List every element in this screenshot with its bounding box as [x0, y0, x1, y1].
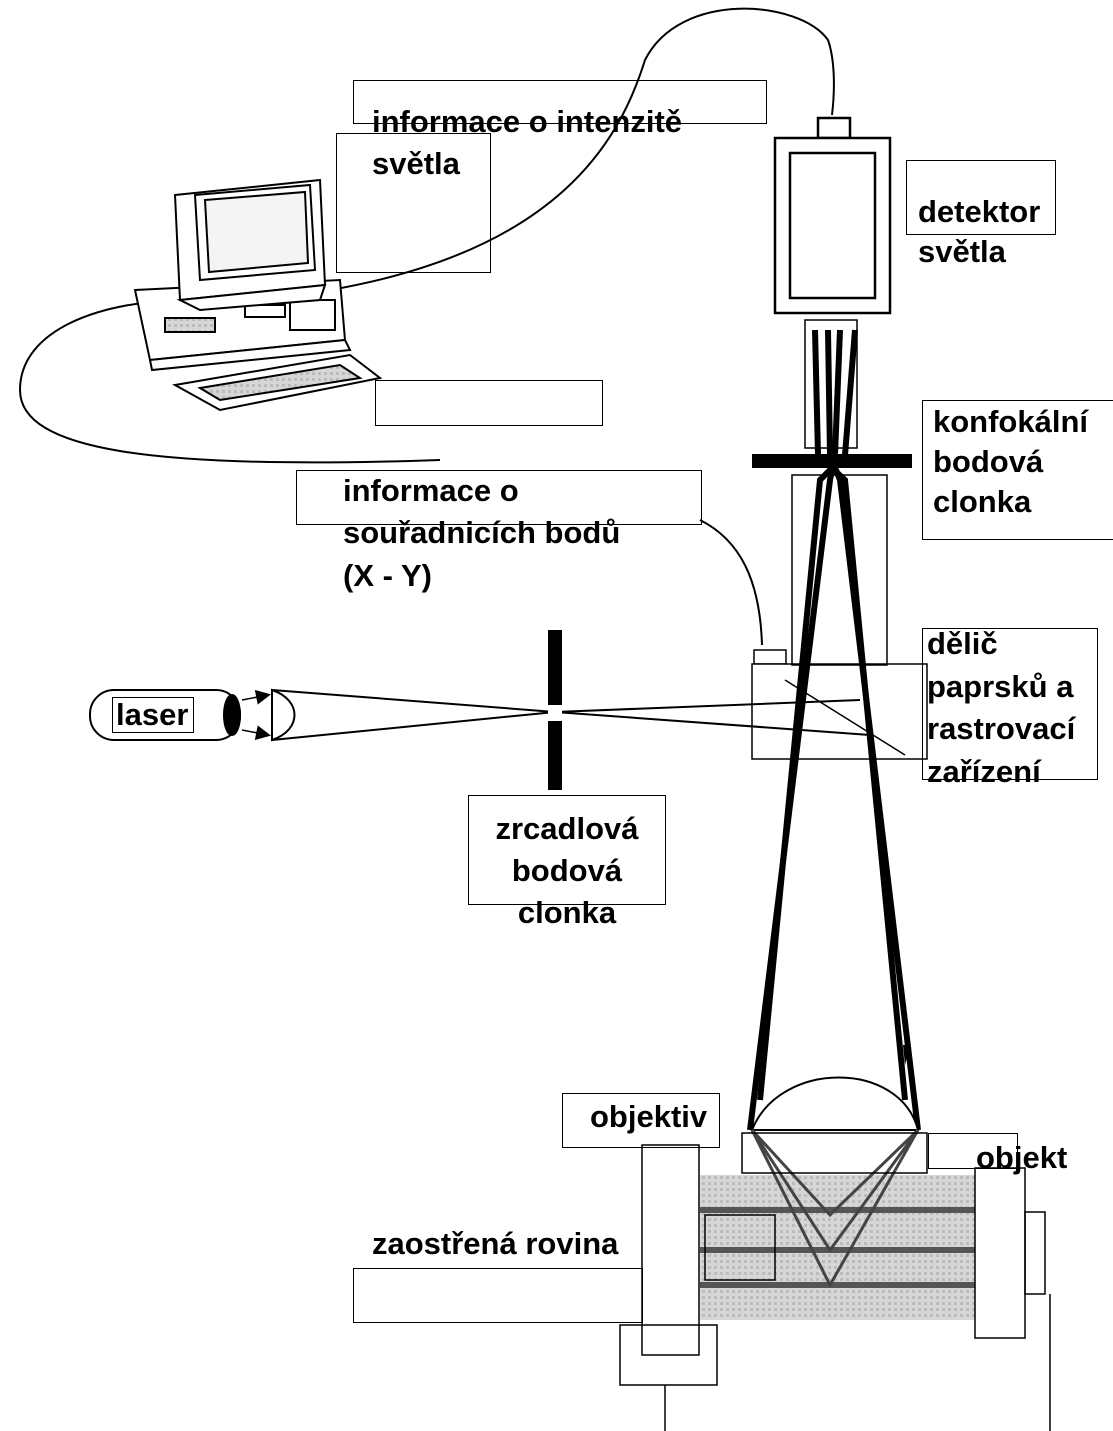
- label-light-intensity-line2: světla: [372, 146, 460, 181]
- label-laser: laser: [116, 697, 189, 732]
- label-detector-line2: světla: [918, 234, 1006, 269]
- label-mirror-pinhole-line2: bodová: [511, 853, 623, 888]
- label-object: objekt: [976, 1140, 1068, 1175]
- confocal-label-box: [922, 400, 1113, 540]
- label-confocal-line1: konfokální: [933, 404, 1089, 439]
- focal-plane-label-box: [353, 1268, 643, 1323]
- label-beam-splitter-line4: zařízení: [927, 754, 1041, 789]
- label-coordinates-line2: souřadnicích bodů: [343, 515, 621, 550]
- object-label-box: [928, 1133, 1018, 1169]
- label-detector-line1: detektor: [918, 194, 1041, 229]
- light-info-box: [353, 80, 767, 124]
- label-focal-plane: zaostřená rovina: [372, 1226, 619, 1261]
- light-info-subbox: [336, 133, 491, 273]
- signal-cable-loop: [18, 299, 441, 464]
- computer-icon: [133, 178, 383, 412]
- signal-cable-top: [329, 7, 835, 291]
- computer-label-box: [375, 380, 603, 426]
- label-objective: objektiv: [590, 1099, 708, 1134]
- label-confocal-line3: clonka: [933, 484, 1032, 519]
- coordinate-cable: [699, 519, 763, 646]
- label-beam-splitter-line1: dělič: [927, 626, 998, 661]
- laser-label-box: [112, 697, 194, 733]
- label-mirror-pinhole-line1: zrcadlová: [495, 811, 639, 846]
- label-light-intensity-line1: informace o intenzitě: [372, 104, 683, 139]
- label-mirror-pinhole-line3: clonka: [517, 895, 617, 930]
- label-coordinates-line1: informace o: [343, 473, 519, 508]
- mirror-pinhole-label-box: [468, 795, 666, 905]
- coordinates-label-box: [296, 470, 702, 525]
- detector-label-box: [906, 160, 1056, 235]
- laser-icon: [89, 688, 296, 742]
- light-detector-icon: [773, 116, 892, 315]
- objective-label-box: [562, 1093, 720, 1148]
- label-beam-splitter-line2: paprsků a: [927, 669, 1074, 704]
- main-beams: [747, 329, 921, 1131]
- objective-lens: [750, 1076, 920, 1131]
- label-coordinates-line3: (X - Y): [343, 558, 432, 593]
- beam-splitter-icon: [751, 649, 928, 760]
- beam-splitter-label-box: [922, 628, 1098, 780]
- label-confocal-line2: bodová: [933, 444, 1044, 479]
- label-beam-splitter-line3: rastrovací: [927, 711, 1076, 746]
